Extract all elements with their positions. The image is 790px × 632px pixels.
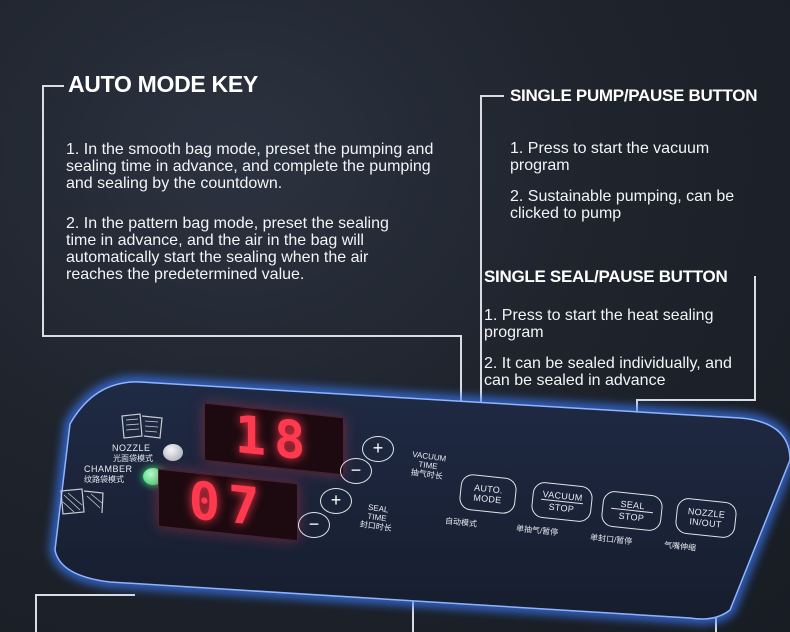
seal-leader-bottom — [636, 399, 756, 401]
seal-time-plus-button[interactable]: + — [320, 488, 352, 514]
seal-stop-button[interactable]: SEAL STOP — [600, 489, 664, 533]
textured-bag-icon — [60, 488, 104, 515]
pump-leader-top — [480, 95, 504, 97]
auto-mode-description: 1. In the smooth bag mode, preset the pu… — [66, 141, 436, 297]
single-pump-title: SINGLE PUMP/PAUSE BUTTON — [510, 86, 758, 105]
pump-leader-left — [480, 95, 482, 447]
bottom-leader-left — [35, 594, 37, 632]
single-seal-description: 1. Press to start the heat sealing progr… — [484, 307, 759, 403]
nozzle-mode-cn-label: 光面袋模式 — [113, 454, 153, 463]
chamber-mode-cn-label: 纹路袋模式 — [84, 475, 124, 484]
single-pump-point-2: 2. Sustainable pumping, can be clicked t… — [510, 188, 735, 222]
vacuum-time-minus-button[interactable]: − — [340, 458, 372, 484]
bottom-leader-left-h — [35, 594, 135, 596]
seal-time-minus-button[interactable]: − — [298, 512, 330, 538]
auto-mode-title: AUTO MODE KEY — [68, 71, 258, 97]
nozzle-mode-indicator — [163, 444, 183, 461]
auto-mode-leader-bottom — [42, 335, 462, 337]
auto-mode-point-1: 1. In the smooth bag mode, preset the pu… — [66, 141, 434, 192]
single-seal-point-1: 1. Press to start the heat sealing progr… — [484, 307, 714, 341]
control-panel-surface — [50, 377, 790, 624]
vacuum-time-plus-button[interactable]: + — [362, 436, 394, 462]
auto-mode-point-2: 2. In the pattern bag mode, preset the s… — [66, 215, 389, 283]
single-seal-point-2: 2. It can be sealed individually, and ca… — [484, 355, 732, 389]
smooth-bag-icon — [121, 413, 163, 439]
seal-leader-right — [754, 276, 756, 401]
chamber-mode-label: CHAMBER — [84, 464, 133, 474]
auto-mode-leader-left — [42, 85, 44, 337]
single-pump-description: 1. Press to start the vacuum program 2. … — [510, 140, 745, 236]
control-panel: NOZZLE 光面袋模式 CHAMBER 纹路袋模式 18 07 + − VAC… — [0, 360, 790, 632]
vacuum-stop-button[interactable]: VACUUM STOP — [530, 480, 594, 524]
plus-icon: + — [330, 490, 342, 510]
auto-mode-button[interactable]: AUTO. MODE — [458, 473, 518, 515]
auto-mode-leader-top — [42, 85, 64, 87]
nozzle-mode-label: NOZZLE — [112, 443, 151, 453]
minus-icon: − — [308, 514, 320, 534]
minus-icon: − — [350, 460, 362, 480]
plus-icon: + — [372, 438, 384, 458]
single-seal-title: SINGLE SEAL/PAUSE BUTTON — [484, 267, 728, 286]
nozzle-in-out-button[interactable]: NOZZLE IN/OUT — [674, 496, 738, 540]
single-pump-point-1: 1. Press to start the vacuum program — [510, 140, 710, 174]
